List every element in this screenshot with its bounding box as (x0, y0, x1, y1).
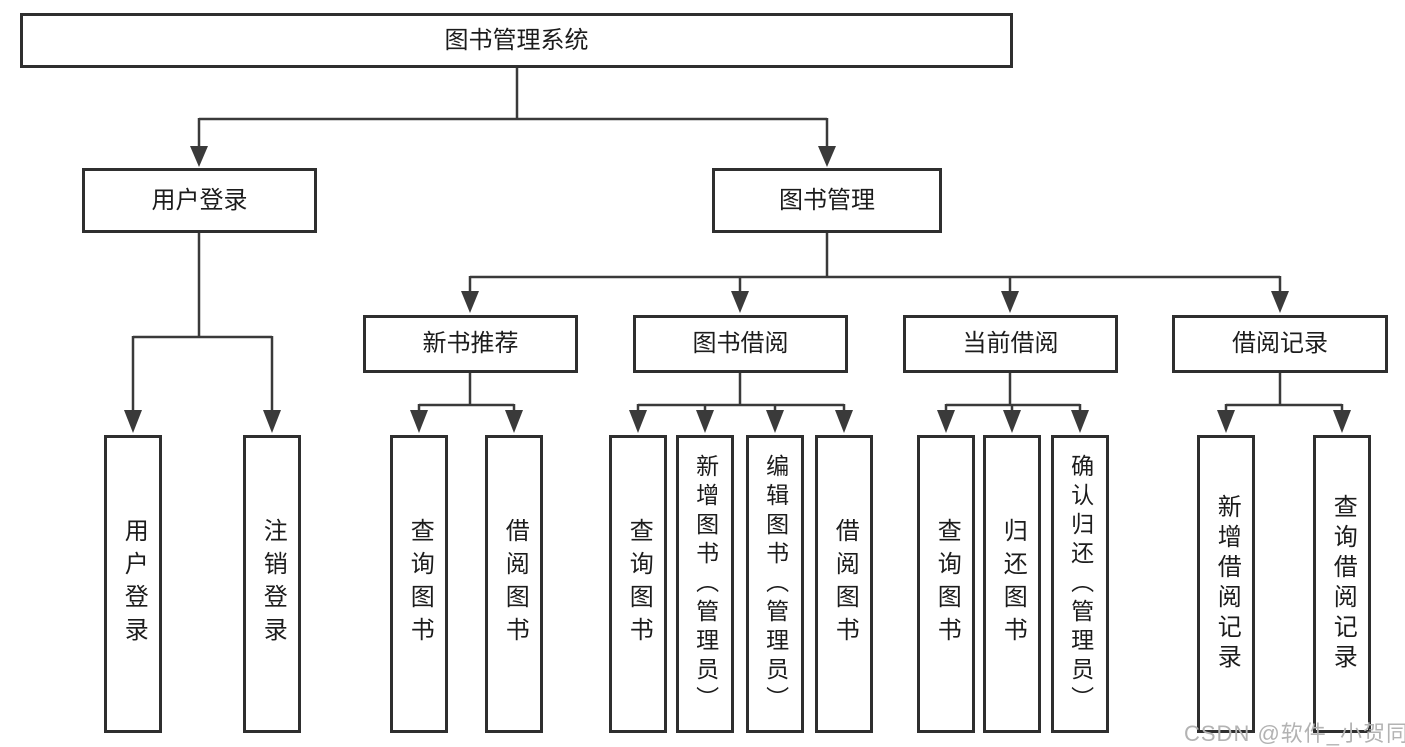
leaf-label: 注销登录 (259, 518, 287, 650)
leaf-label: 用户登录 (120, 518, 148, 650)
node-new-book-recommendation: 新书推荐 (363, 315, 578, 373)
leaf-borrow-books-borrowing: 借阅图书 (815, 435, 873, 733)
watermark: CSDN @软件_小贺同学 (1184, 721, 1405, 746)
node-current-borrowing: 当前借阅 (903, 315, 1118, 373)
arrow-head (1271, 291, 1289, 313)
leaf-query-books-recommend: 查询图书 (390, 435, 448, 733)
arrow-head (263, 410, 281, 433)
arrow-head (190, 146, 208, 167)
arrow-head (461, 291, 479, 313)
leaf-borrow-books-recommend: 借阅图书 (485, 435, 543, 733)
node-library-management-system: 图书管理系统 (20, 13, 1013, 68)
leaf-label: 确认归还（管理员） (1067, 453, 1094, 715)
leaf-label: 编辑图书（管理员） (762, 453, 789, 715)
arrow-head (410, 410, 428, 433)
leaf-label: 查询图书 (625, 518, 653, 650)
arrow-head (731, 291, 749, 313)
leaf-label: 归还图书 (999, 518, 1027, 650)
arrow-head (937, 410, 955, 433)
arrow-head (818, 146, 836, 167)
node-label: 用户登录 (151, 186, 248, 214)
leaf-logout: 注销登录 (243, 435, 301, 733)
node-label: 图书管理系统 (444, 26, 589, 54)
leaf-label: 新增图书（管理员） (692, 453, 719, 715)
leaf-label: 借阅图书 (501, 518, 529, 650)
arrow-head (1217, 410, 1235, 433)
node-book-management: 图书管理 (712, 168, 942, 233)
leaf-confirm-return-admin: 确认归还（管理员） (1051, 435, 1109, 733)
leaf-return-books: 归还图书 (983, 435, 1041, 733)
node-label: 当前借阅 (962, 330, 1059, 357)
arrow-head (696, 410, 714, 433)
node-label: 新书推荐 (422, 330, 519, 357)
leaf-label: 查询借阅记录 (1329, 494, 1357, 674)
leaf-label: 查询图书 (933, 518, 961, 650)
arrow-head (124, 410, 142, 433)
leaf-query-books-current: 查询图书 (917, 435, 975, 733)
arrow-head (1001, 291, 1019, 313)
arrow-head (629, 410, 647, 433)
leaf-query-borrow-record: 查询借阅记录 (1313, 435, 1371, 733)
leaf-edit-books-admin: 编辑图书（管理员） (746, 435, 804, 733)
node-label: 图书管理 (779, 186, 875, 214)
node-user-login: 用户登录 (82, 168, 317, 233)
leaf-add-books-admin: 新增图书（管理员） (676, 435, 734, 733)
arrow-head (1003, 410, 1021, 433)
arrow-head (1333, 410, 1351, 433)
arrow-head (835, 410, 853, 433)
arrow-head (1071, 410, 1089, 433)
node-label: 图书借阅 (692, 330, 789, 357)
leaf-label: 查询图书 (406, 518, 434, 650)
leaf-label: 新增借阅记录 (1213, 494, 1241, 674)
node-book-borrowing: 图书借阅 (633, 315, 848, 373)
arrow-head (505, 410, 523, 433)
leaf-user-login: 用户登录 (104, 435, 162, 733)
leaf-add-borrow-record: 新增借阅记录 (1197, 435, 1255, 733)
node-borrowing-records: 借阅记录 (1172, 315, 1388, 373)
leaf-query-books-borrowing: 查询图书 (609, 435, 667, 733)
arrow-head (766, 410, 784, 433)
node-label: 借阅记录 (1232, 330, 1328, 357)
leaf-label: 借阅图书 (831, 518, 859, 650)
